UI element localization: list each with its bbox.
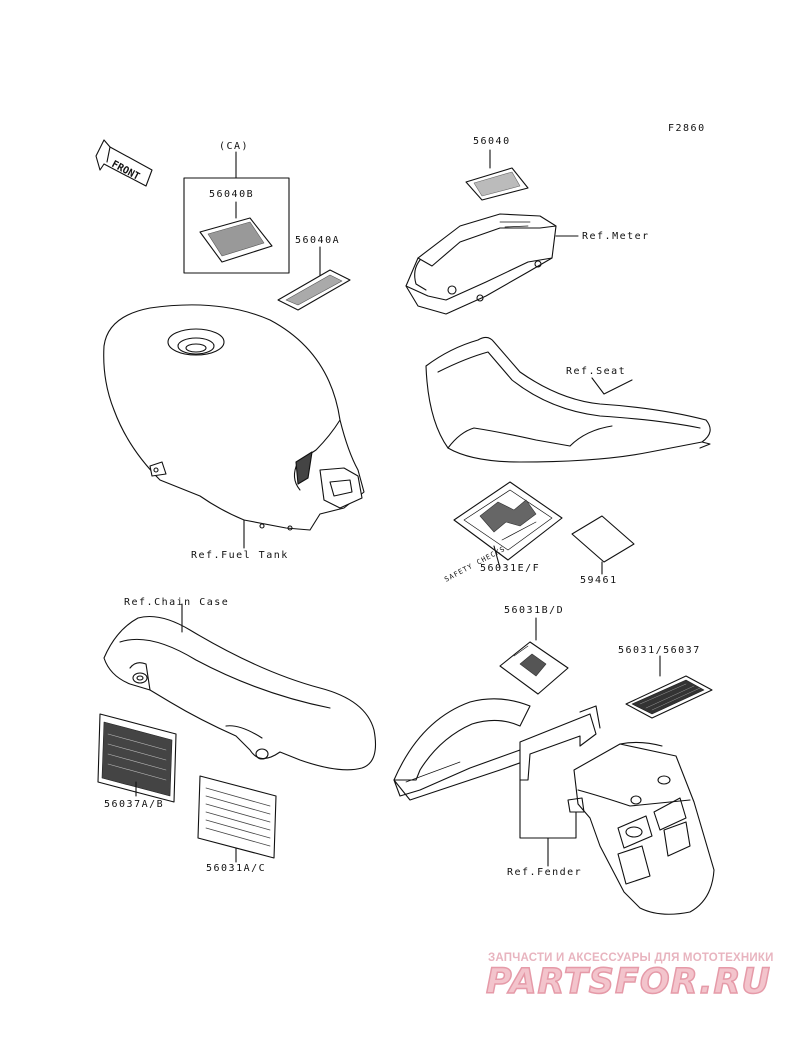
- watermark-tagline: ЗАПЧАСТИ И АКСЕССУАРЫ ДЛЯ МОТОТЕХНИКИ: [488, 952, 774, 964]
- label-56040: 56040: [473, 136, 511, 147]
- fender-part: [394, 699, 714, 914]
- label-56031bd: 56031B/D: [504, 605, 565, 616]
- label-56031ac: 56031A/C: [206, 863, 267, 874]
- fuel-tank-part: [104, 305, 364, 548]
- label-ref-meter: Ref.Meter: [582, 231, 650, 242]
- label-56040a-decal: [278, 247, 350, 310]
- front-arrow-icon: FRONT: [96, 140, 152, 186]
- seat-part: [426, 337, 710, 462]
- figure-code: F2860: [668, 123, 706, 134]
- label-56040b: 56040B: [209, 189, 255, 200]
- label-ref-seat: Ref.Seat: [566, 366, 627, 377]
- meter-part: [406, 214, 578, 314]
- label-56031-56037-decal: [626, 656, 712, 718]
- label-56031-56037: 56031/56037: [618, 645, 701, 656]
- label-59461-decal: [572, 516, 634, 574]
- label-56031ef: 56031E/F: [480, 563, 541, 574]
- ca-box: [184, 152, 289, 273]
- label-56040-decal: [466, 150, 528, 200]
- label-ref-chain-case: Ref.Chain Case: [124, 597, 230, 608]
- label-56040a: 56040A: [295, 235, 341, 246]
- chain-case-part: [104, 604, 376, 770]
- label-56037ab-plate: [98, 714, 176, 802]
- label-59461: 59461: [580, 575, 618, 586]
- label-56031bd-decal: [500, 618, 568, 694]
- label-56031ac-plate: [198, 776, 276, 862]
- label-56037ab: 56037A/B: [104, 799, 165, 810]
- watermark-logo: PARTSFOR.RU: [485, 961, 771, 1003]
- label-ref-fuel-tank: Ref.Fuel Tank: [191, 550, 289, 561]
- label-ref-fender: Ref.Fender: [507, 867, 583, 878]
- label-ca: (CA): [219, 141, 250, 152]
